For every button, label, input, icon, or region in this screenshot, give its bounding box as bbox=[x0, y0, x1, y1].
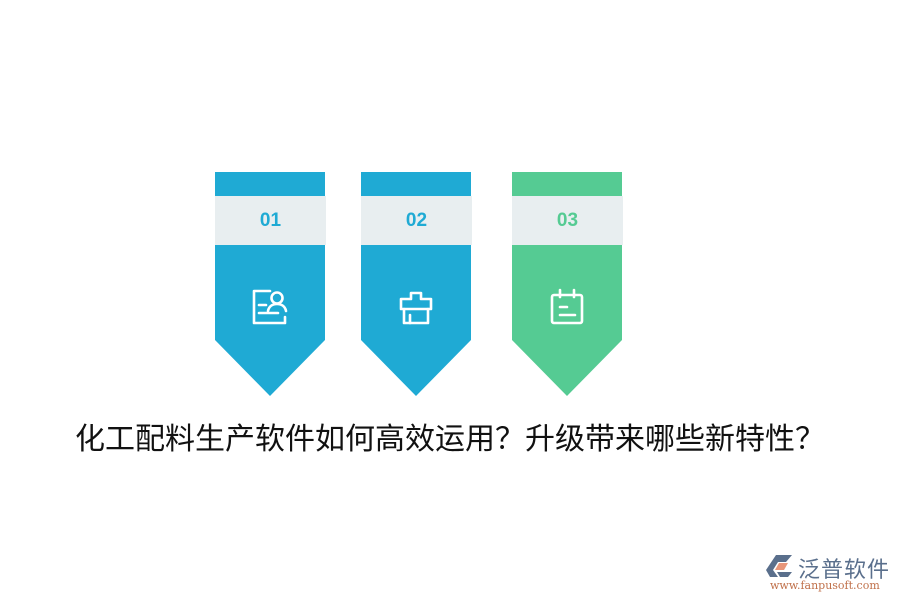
brand-url: www.fanpusoft.com bbox=[770, 579, 880, 592]
brand-logo: 泛普软件 www.fanpusoft.com bbox=[766, 552, 896, 596]
calendar-note-icon bbox=[545, 285, 589, 329]
step-number-band: 02 bbox=[361, 196, 472, 245]
step-number: 02 bbox=[405, 209, 428, 231]
step-card-03: 03 bbox=[512, 172, 623, 396]
step-number: 03 bbox=[556, 209, 579, 231]
fanpu-logo-icon bbox=[766, 554, 796, 578]
step-number-band: 03 bbox=[512, 196, 623, 245]
profile-card-icon bbox=[248, 285, 292, 329]
step-number: 01 bbox=[259, 209, 282, 231]
step-number-band: 01 bbox=[215, 196, 326, 245]
shop-icon bbox=[394, 285, 438, 329]
page-title: 化工配料生产软件如何高效运用？升级带来哪些新特性？ bbox=[75, 422, 825, 457]
step-card-01: 01 bbox=[215, 172, 326, 396]
step-card-02: 02 bbox=[361, 172, 472, 396]
brand-name: 泛普软件 bbox=[798, 558, 891, 583]
